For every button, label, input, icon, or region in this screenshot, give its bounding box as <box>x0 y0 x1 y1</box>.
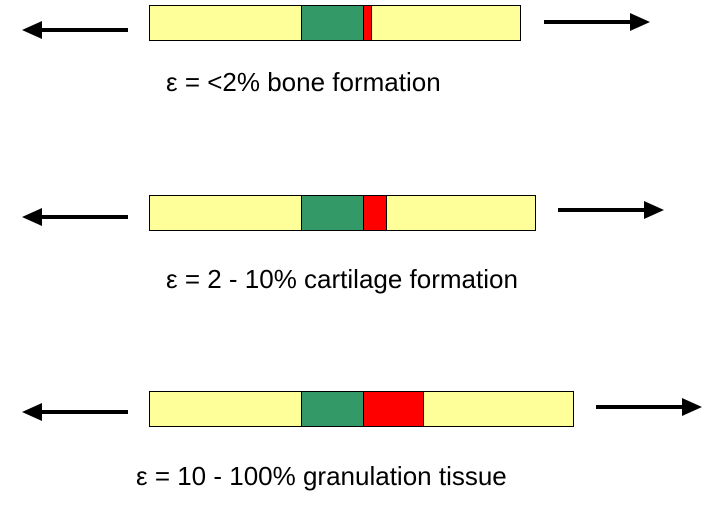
right-arrow-icon <box>558 201 664 219</box>
right-arrow-icon <box>596 398 702 416</box>
bone-segment-left <box>150 196 301 230</box>
bone-bar <box>149 391 574 427</box>
bone-bar <box>149 5 521 41</box>
bone-segment-right <box>371 6 520 40</box>
strain-caption: ε = <2% bone formation <box>166 67 441 97</box>
left-arrow-icon <box>22 208 128 226</box>
callus-segment <box>301 392 363 426</box>
gap-segment <box>363 6 371 40</box>
bone-segment-left <box>150 6 301 40</box>
gap-segment <box>363 392 423 426</box>
bone-segment-right <box>386 196 535 230</box>
right-arrow-icon <box>544 13 650 31</box>
bone-bar <box>149 195 536 231</box>
callus-segment <box>301 196 363 230</box>
bone-segment-right <box>423 392 573 426</box>
left-arrow-icon <box>22 403 128 421</box>
bone-segment-left <box>150 392 301 426</box>
strain-caption: ε = 10 - 100% granulation tissue <box>136 461 507 491</box>
callus-segment <box>301 6 363 40</box>
strain-caption: ε = 2 - 10% cartilage formation <box>166 264 518 294</box>
left-arrow-icon <box>22 21 128 39</box>
gap-segment <box>363 196 386 230</box>
